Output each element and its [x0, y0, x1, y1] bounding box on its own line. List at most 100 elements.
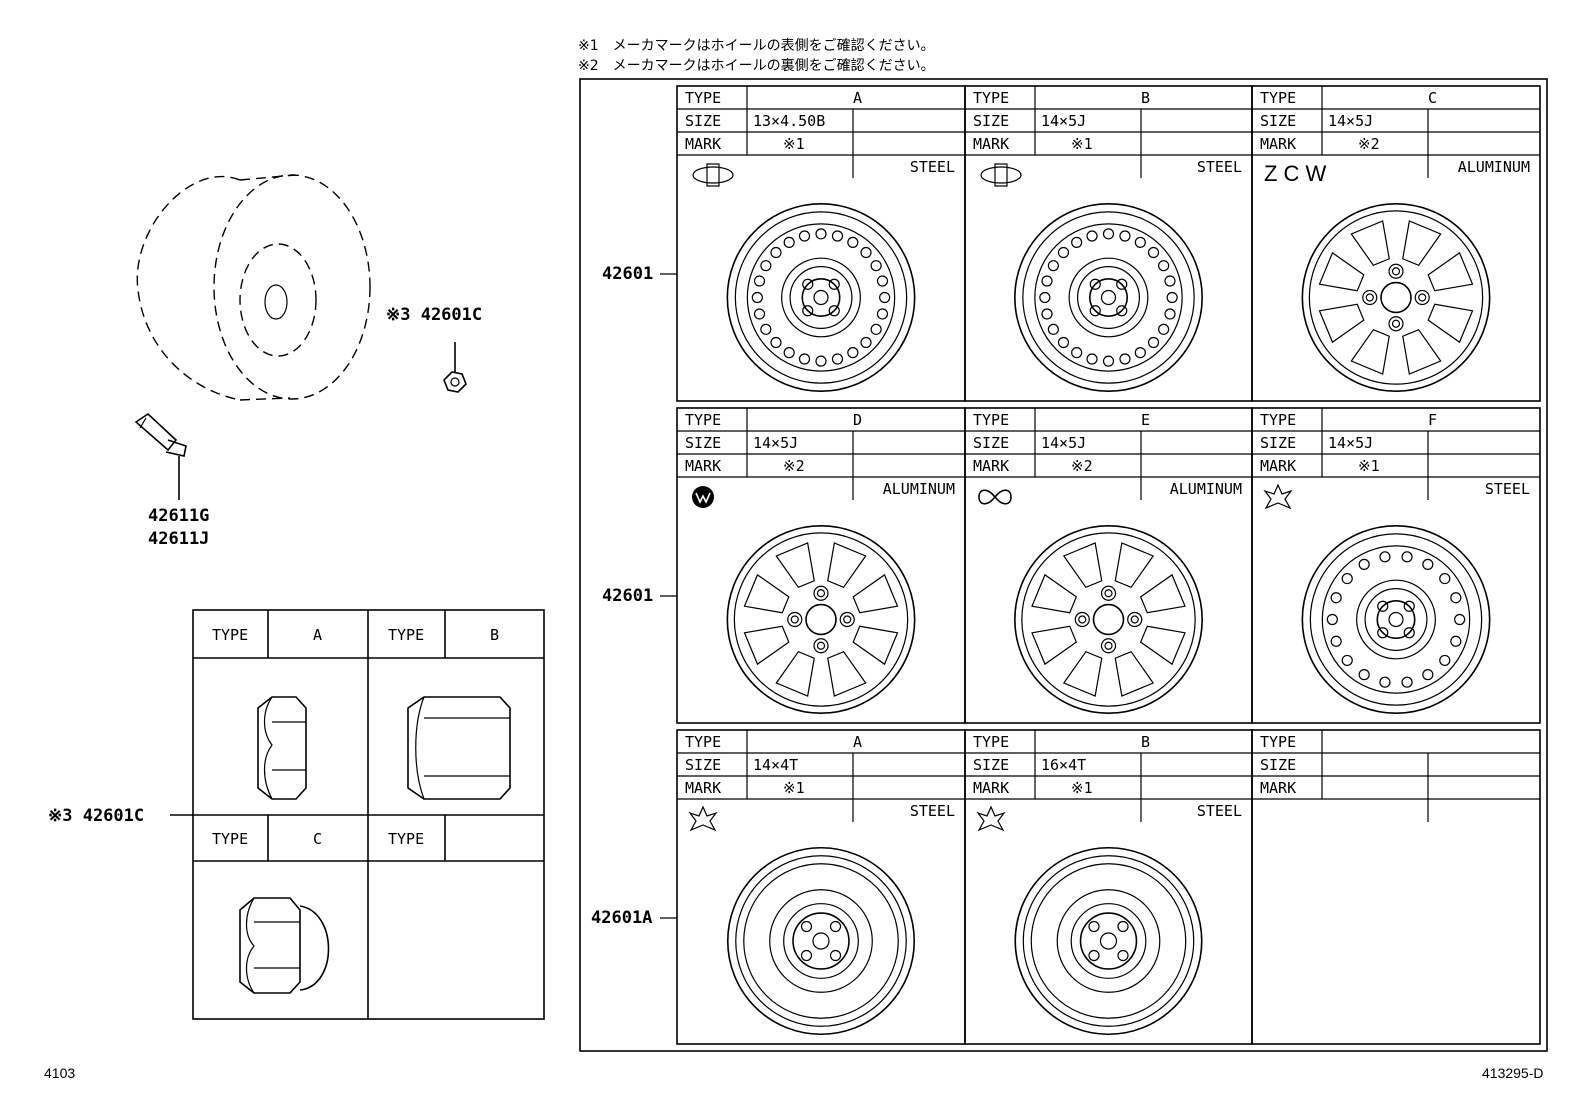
type-label: TYPE	[973, 89, 1009, 107]
size-value: 14×5J	[1041, 434, 1086, 452]
wheel-illustration	[136, 174, 371, 401]
mark-value: ※1	[1358, 457, 1380, 475]
nut-type-table	[192, 609, 545, 1020]
footer-left: 4103	[44, 1065, 75, 1081]
wheel-table-frame	[579, 78, 1548, 1052]
mark-label: MARK	[685, 135, 721, 153]
size-label: SIZE	[685, 112, 721, 130]
mark-value: ※1	[783, 779, 805, 797]
star-badge-icon	[1263, 483, 1293, 510]
mark-value: ※1	[1071, 135, 1093, 153]
nut-type-b-label: TYPE	[388, 626, 424, 644]
star-badge-icon	[688, 805, 718, 832]
mark-label: MARK	[1260, 779, 1296, 797]
nut-type-d-label: TYPE	[388, 830, 424, 848]
size-label: SIZE	[1260, 434, 1296, 452]
type-value: C	[1428, 89, 1437, 107]
nut-type-a-label: TYPE	[212, 626, 248, 644]
type-label: TYPE	[973, 411, 1009, 429]
type-value: B	[1141, 733, 1150, 751]
size-value: 16×4T	[1041, 756, 1086, 774]
material-value: ALUMINUM	[883, 480, 955, 498]
mark-label: MARK	[973, 457, 1009, 475]
type-label: TYPE	[685, 733, 721, 751]
material-value: ALUMINUM	[1170, 480, 1242, 498]
mark-label: MARK	[685, 779, 721, 797]
callout-row-1: 42601	[602, 264, 653, 284]
cap-nut-c-icon	[239, 897, 330, 994]
mark-label: MARK	[973, 779, 1009, 797]
type-label: TYPE	[685, 89, 721, 107]
nut-type-a-value: A	[313, 626, 322, 644]
zcw-badge-icon	[692, 166, 734, 184]
mark-value: ※2	[1358, 135, 1380, 153]
material-value: STEEL	[1485, 480, 1530, 498]
mark-label: MARK	[1260, 135, 1296, 153]
callout-row-3: 42601A	[591, 908, 652, 928]
mark-value: ※2	[783, 457, 805, 475]
type-value: B	[1141, 89, 1150, 107]
lug-nut-icon	[443, 342, 467, 393]
footer-right: 413295-D	[1482, 1065, 1544, 1081]
callout-nut-table: ※3 42601C	[48, 806, 144, 826]
type-value: A	[853, 89, 862, 107]
material-value: STEEL	[1197, 158, 1242, 176]
mark-label: MARK	[1260, 457, 1296, 475]
size-value: 14×4T	[753, 756, 798, 774]
callout-nut-main: ※3 42601C	[386, 305, 482, 325]
material-value: STEEL	[910, 802, 955, 820]
mark-value: ※1	[783, 135, 805, 153]
type-value: D	[853, 411, 862, 429]
type-label: TYPE	[685, 411, 721, 429]
material-value: STEEL	[910, 158, 955, 176]
callout-row-2: 42601	[602, 586, 653, 606]
size-label: SIZE	[973, 112, 1009, 130]
zcw-logo-text: Z C W	[1264, 161, 1327, 186]
mark-value: ※2	[1071, 457, 1093, 475]
size-value: 14×5J	[753, 434, 798, 452]
type-label: TYPE	[1260, 733, 1296, 751]
type-value: E	[1141, 411, 1150, 429]
hex-nut-a-icon	[257, 696, 307, 800]
size-label: SIZE	[1260, 112, 1296, 130]
wheel-cell-9: TYPE SIZE MARK	[1251, 729, 1541, 1045]
type-label: TYPE	[1260, 89, 1296, 107]
size-label: SIZE	[1260, 756, 1296, 774]
nut-type-b-value: B	[490, 626, 499, 644]
type-label: TYPE	[1260, 411, 1296, 429]
size-label: SIZE	[973, 756, 1009, 774]
size-label: SIZE	[685, 434, 721, 452]
type-value: A	[853, 733, 862, 751]
material-value: ALUMINUM	[1458, 158, 1530, 176]
material-value: STEEL	[1197, 802, 1242, 820]
size-value: 13×4.50B	[753, 112, 825, 130]
callout-valve-1: 42611G	[148, 506, 209, 526]
size-value: 14×5J	[1328, 434, 1373, 452]
note-1: ※1 メーカマークはホイールの表側をご確認ください。	[578, 38, 935, 54]
valve-stem-icon	[134, 412, 187, 500]
star-badge-icon	[976, 805, 1006, 832]
mark-label: MARK	[685, 457, 721, 475]
size-label: SIZE	[685, 756, 721, 774]
type-label: TYPE	[973, 733, 1009, 751]
hex-nut-b-icon	[407, 696, 511, 800]
mark-value: ※1	[1071, 779, 1093, 797]
note-2: ※2 メーカマークはホイールの裏側をご確認ください。	[578, 57, 935, 74]
zcw-badge-icon	[980, 166, 1022, 184]
size-value: 14×5J	[1328, 112, 1373, 130]
size-value: 14×5J	[1041, 112, 1086, 130]
type-value: F	[1428, 411, 1437, 429]
wheel-grid: TYPESIZEMARKA13×4.50B※1STEELTYPESIZEMARK…	[676, 85, 1541, 1045]
mark-label: MARK	[973, 135, 1009, 153]
size-label: SIZE	[973, 434, 1009, 452]
nut-type-c-label: TYPE	[212, 830, 248, 848]
